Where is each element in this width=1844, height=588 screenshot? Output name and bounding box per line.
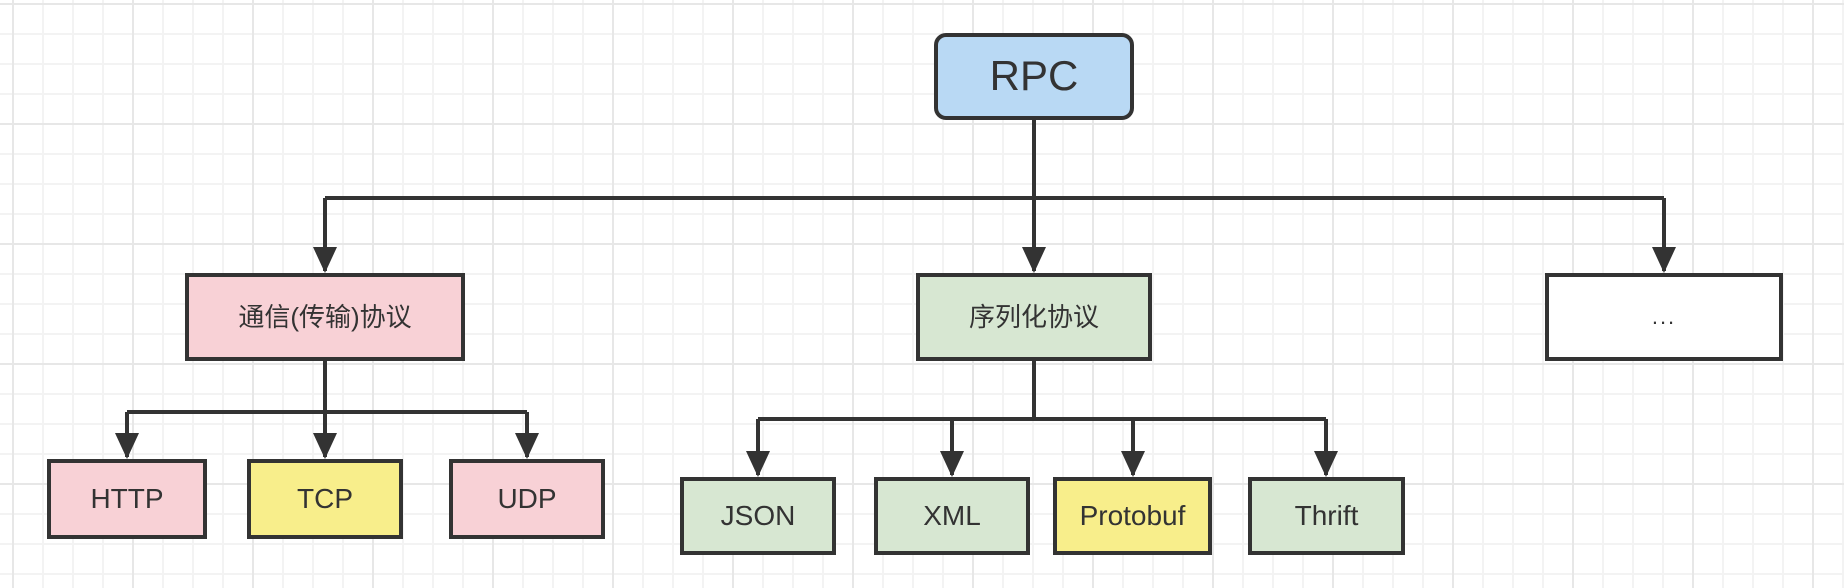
node-xml-label: XML (923, 499, 981, 531)
node-serialization-protocol[interactable]: 序列化协议 (916, 273, 1152, 361)
node-udp-label: UDP (497, 482, 557, 514)
node-protobuf[interactable]: Protobuf (1053, 477, 1212, 555)
node-rpc-label: RPC (989, 52, 1079, 100)
node-tcp[interactable]: TCP (247, 459, 403, 539)
node-thrift[interactable]: Thrift (1248, 477, 1405, 555)
node-protobuf-label: Protobuf (1079, 499, 1186, 531)
node-serialization-protocol-label: 序列化协议 (968, 301, 1099, 332)
node-tcp-label: TCP (297, 482, 353, 514)
node-thrift-label: Thrift (1294, 499, 1359, 531)
node-http-label: HTTP (90, 482, 164, 514)
node-udp[interactable]: UDP (449, 459, 605, 539)
node-transport-protocol[interactable]: 通信(传输)协议 (185, 273, 465, 361)
node-other[interactable]: ... (1545, 273, 1783, 361)
node-json[interactable]: JSON (680, 477, 836, 555)
node-xml[interactable]: XML (874, 477, 1030, 555)
node-json-label: JSON (720, 499, 796, 531)
node-http[interactable]: HTTP (47, 459, 207, 539)
node-transport-protocol-label: 通信(传输)协议 (238, 301, 412, 332)
node-other-label: ... (1651, 303, 1677, 329)
node-rpc[interactable]: RPC (934, 33, 1134, 120)
